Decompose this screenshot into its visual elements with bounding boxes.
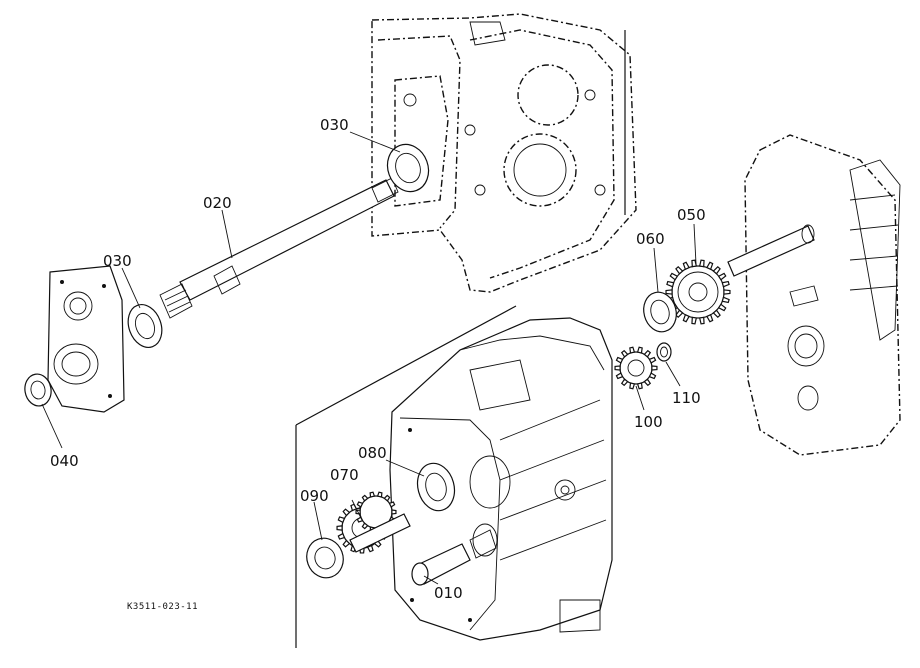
gear-tooth — [691, 259, 698, 268]
gear-tooth — [706, 261, 714, 271]
gear-tooth — [629, 382, 636, 390]
gear-tooth — [620, 378, 629, 387]
gear-tooth — [369, 491, 376, 498]
right-cover-housing — [727, 134, 901, 456]
gear-tooth — [615, 356, 624, 364]
gear-tooth — [721, 296, 730, 304]
gear-050-assembly — [643, 259, 731, 333]
label-100: 100 — [634, 413, 663, 431]
label-030-lower: 030 — [103, 252, 132, 270]
label-060: 060 — [636, 230, 665, 248]
gear-tooth — [643, 378, 652, 387]
gear-tooth — [698, 259, 705, 268]
gear-tooth — [648, 356, 657, 364]
gear-tooth — [383, 494, 391, 502]
gear-100-assembly — [614, 342, 672, 390]
main-shaft-assembly — [127, 143, 430, 348]
gear-tooth — [669, 272, 679, 281]
gear-tooth — [361, 522, 369, 530]
gear-tooth — [706, 313, 714, 323]
label-110: 110 — [672, 389, 701, 407]
gear-tooth — [615, 372, 624, 380]
gear-tooth — [342, 539, 351, 548]
label-040: 040 — [50, 452, 79, 470]
gear-tooth — [636, 382, 643, 390]
gear-tooth — [682, 313, 690, 323]
gear-tooth — [666, 280, 675, 288]
gear-070-assembly — [306, 491, 411, 579]
gear-tooth — [366, 544, 374, 553]
drawing-code: K3511-023-11 — [127, 602, 198, 612]
gear-tooth — [717, 272, 727, 281]
gear-tooth — [682, 261, 690, 271]
gear-tooth — [721, 280, 730, 288]
gear-tooth — [712, 266, 721, 275]
label-080: 080 — [358, 444, 387, 462]
gear-tooth — [712, 309, 721, 318]
label-090: 090 — [300, 487, 329, 505]
gear-tooth — [643, 349, 652, 358]
gear-tooth — [620, 349, 629, 358]
gear-tooth — [691, 316, 698, 325]
label-020: 020 — [203, 194, 232, 212]
gear-tooth — [648, 372, 657, 380]
gear-tooth — [651, 365, 658, 371]
gear-tooth — [342, 508, 351, 517]
gear-tooth — [723, 289, 731, 295]
gear-tooth — [636, 346, 643, 354]
label-070: 070 — [330, 466, 359, 484]
upper-housing — [371, 13, 637, 293]
gear-tooth — [717, 303, 727, 312]
gear-tooth — [337, 516, 346, 524]
leader-lines — [41, 131, 697, 585]
gear-tooth — [388, 501, 396, 508]
gear-tooth — [675, 266, 684, 275]
callout-labels: 030 020 030 040 050 060 100 110 080 070 … — [50, 116, 706, 612]
gear-tooth — [361, 494, 369, 502]
label-050: 050 — [677, 206, 706, 224]
gear-tooth — [391, 509, 397, 515]
gear-tooth — [698, 316, 705, 325]
gear-tooth — [337, 532, 346, 540]
gear-tooth — [629, 346, 636, 354]
gear-tooth — [356, 501, 364, 508]
label-010: 010 — [434, 584, 463, 602]
gear-tooth — [665, 289, 673, 295]
label-030-upper: 030 — [320, 116, 349, 134]
gear-tooth — [614, 365, 621, 371]
lower-housing — [295, 305, 613, 648]
left-cover-plate — [24, 265, 125, 413]
gear-tooth — [336, 525, 343, 531]
gear-tooth — [376, 491, 383, 498]
